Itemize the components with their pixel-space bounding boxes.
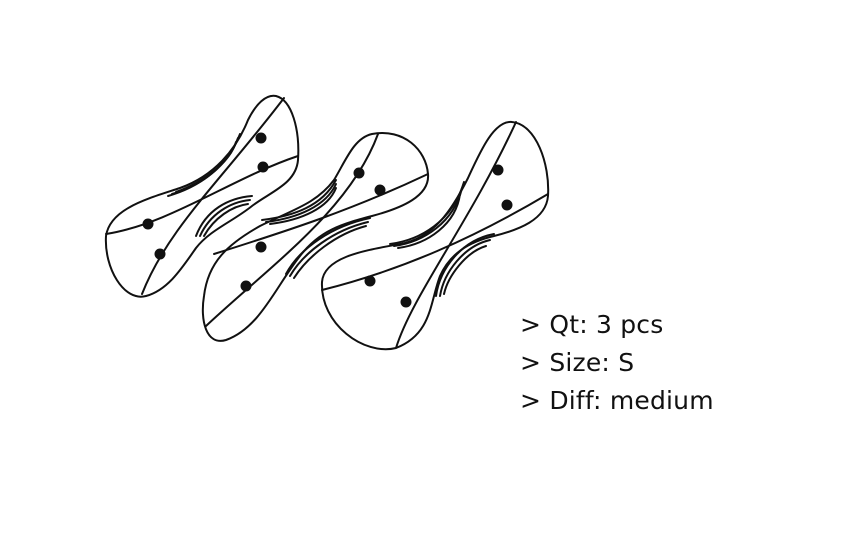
piece-2-fold-curve-upper: [261, 179, 337, 221]
piece-3-fold-curve-upper-3: [397, 193, 461, 249]
piece-3-marker: [492, 164, 504, 176]
spec-quantity: > Qt: 3 pcs: [520, 306, 714, 344]
piece-1-marker: [142, 218, 154, 230]
spec-prefix: >: [520, 348, 542, 377]
piece-1-marker: [255, 132, 267, 144]
piece-1-marker: [154, 248, 166, 260]
piece-2-fold-curve-lower: [285, 217, 371, 275]
piece-1-fold-curve-upper-3: [175, 141, 237, 193]
spec-value: S: [618, 348, 635, 377]
piece-2-marker: [240, 280, 252, 292]
piece-3-marker: [364, 275, 376, 287]
spec-prefix: >: [520, 310, 542, 339]
spec-difficulty: > Diff: medium: [520, 382, 714, 420]
piece-2-seam-line: [213, 173, 429, 255]
piece-3-marker: [400, 296, 412, 308]
piece-2: [201, 132, 430, 342]
piece-3-fold-curve-lower-2: [439, 239, 491, 297]
spec-prefix: >: [520, 386, 542, 415]
piece-2-outline: [201, 132, 430, 342]
piece-1-marker: [257, 161, 269, 173]
piece-2-marker: [374, 184, 386, 196]
piece-2-grain-line: [205, 133, 379, 327]
piece-3: [320, 120, 550, 351]
piece-3-fold-curve-lower-3: [443, 245, 487, 295]
piece-2-fold-curve-upper-2: [265, 183, 337, 223]
piece-3-fold-curve-lower: [435, 233, 495, 297]
piece-2-fold-curve-lower-2: [289, 221, 369, 277]
spec-list: > Qt: 3 pcs > Size: S > Diff: medium: [520, 306, 714, 420]
spec-size: > Size: S: [520, 344, 714, 382]
piece-3-outline: [320, 120, 550, 351]
piece-3-grain-line: [395, 121, 517, 349]
piece-1-fold-curve-lower: [195, 195, 253, 237]
piece-2-marker: [353, 167, 365, 179]
piece-1: [104, 94, 300, 298]
spec-value: medium: [609, 386, 714, 415]
spec-label: Size:: [549, 348, 611, 377]
spec-value: 3 pcs: [595, 310, 664, 339]
piece-2-fold-curve-upper-3: [269, 187, 337, 225]
piece-1-outline: [104, 94, 300, 298]
piece-2-fold-curve-lower-3: [293, 225, 367, 279]
piece-1-grain-line: [141, 97, 285, 295]
spec-label: Qt:: [549, 310, 588, 339]
piece-3-marker: [501, 199, 513, 211]
spec-label: Diff:: [549, 386, 602, 415]
piece-1-fold-curve-lower-2: [199, 199, 251, 237]
piece-1-fold-curve-lower-3: [203, 203, 249, 237]
piece-2-marker: [255, 241, 267, 253]
piece-3-seam-line: [321, 193, 549, 291]
